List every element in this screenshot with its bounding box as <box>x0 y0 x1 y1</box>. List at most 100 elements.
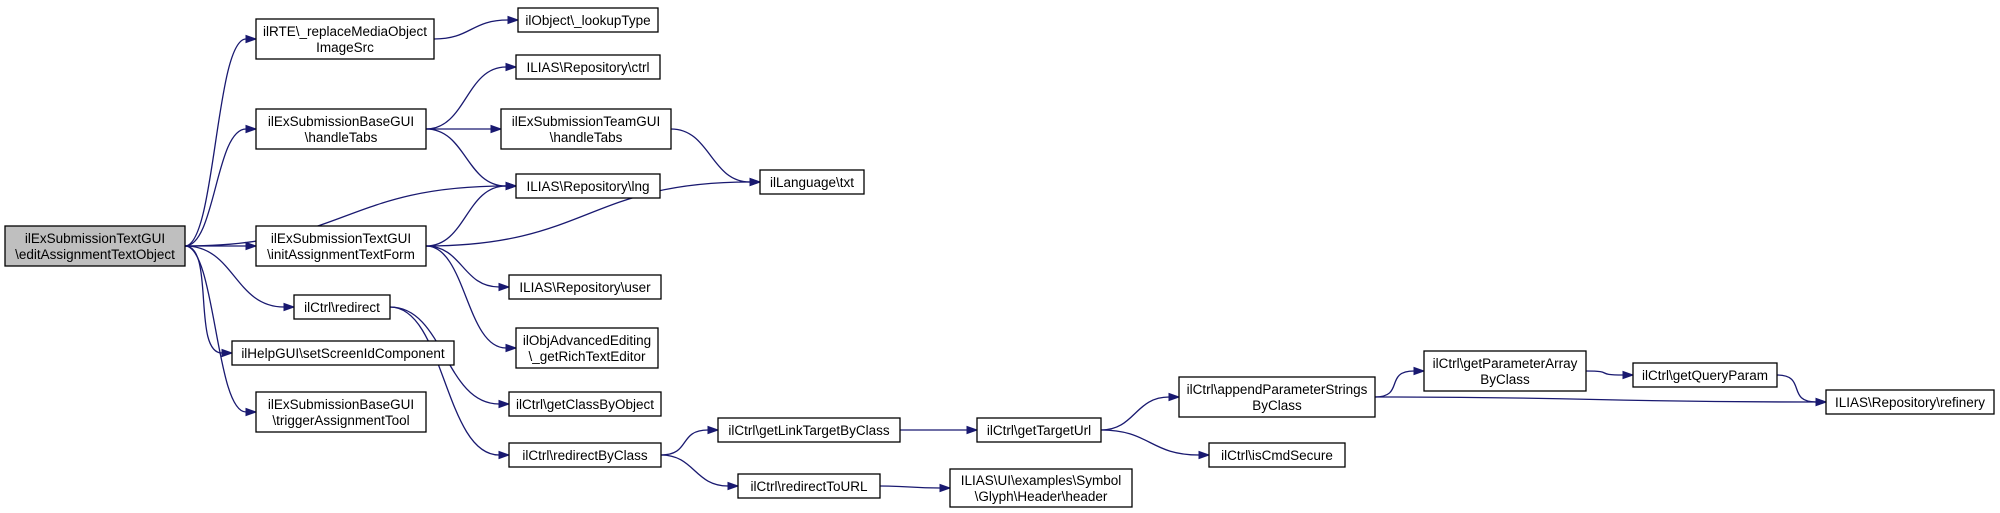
node-box <box>508 274 662 300</box>
edge-n0-n11 <box>184 245 296 312</box>
node-box <box>717 417 901 443</box>
graph-node-n23[interactable]: ilCtrl\getQueryParam <box>1632 362 1778 388</box>
graph-node-n8[interactable]: ilExSubmissionTextGUI\initAssignmentText… <box>255 225 427 267</box>
graph-node-n9[interactable]: ILIAS\Repository\user <box>508 274 662 300</box>
edge-line <box>1100 429 1200 456</box>
edge-arrowhead <box>749 177 762 187</box>
node-box <box>976 417 1102 443</box>
node-label: ilCtrl\redirect <box>304 300 380 315</box>
edge-arrowhead <box>498 399 511 409</box>
node-label: ILIAS\Repository\refinery <box>1835 395 1985 410</box>
edge-line <box>425 245 507 349</box>
graph-node-n21[interactable]: ilCtrl\isCmdSecure <box>1208 442 1346 468</box>
graph-node-n5[interactable]: ilExSubmissionTeamGUI\handleTabs <box>500 108 672 150</box>
edge-arrowhead <box>1413 366 1426 376</box>
graph-node-n10[interactable]: ilObjAdvancedEditing\_getRichTextEditor <box>515 327 659 369</box>
node-label: ilCtrl\isCmdSecure <box>1221 448 1333 463</box>
edge-n8-n6 <box>425 181 518 247</box>
node-box <box>517 7 659 33</box>
edge-n15-n16 <box>660 425 720 456</box>
node-label: ilExSubmissionBaseGUI <box>268 397 414 412</box>
edge-line <box>1776 374 1817 403</box>
edge-arrowhead <box>507 15 520 25</box>
edge-line <box>425 66 507 130</box>
edge-arrowhead <box>221 348 234 358</box>
edge-arrowhead <box>498 450 511 460</box>
node-label: ilCtrl\appendParameterStrings <box>1187 382 1368 397</box>
graph-node-n4[interactable]: ILIAS\Repository\ctrl <box>515 54 661 80</box>
graph-node-n12[interactable]: ilHelpGUI\setScreenIdComponent <box>231 340 455 366</box>
graph-node-n19[interactable]: ilCtrl\getTargetUrl <box>976 417 1102 443</box>
node-label: \Glyph\Header\header <box>975 489 1108 504</box>
graph-node-n2[interactable]: ilObject\_lookupType <box>517 7 659 33</box>
node-label: \triggerAssignmentTool <box>272 413 409 428</box>
node-label: ByClass <box>1252 398 1302 413</box>
node-label: \editAssignmentTextObject <box>15 247 175 262</box>
node-label: ilObject\_lookupType <box>525 13 650 28</box>
edge-n20-n24 <box>1374 396 1828 407</box>
node-box <box>255 225 427 267</box>
node-box <box>1178 376 1376 418</box>
edge-n3-n4 <box>425 62 518 130</box>
graph-node-n16[interactable]: ilCtrl\getLinkTargetByClass <box>717 417 901 443</box>
edge-line <box>1374 396 1817 403</box>
edge-n15-n17 <box>660 454 740 491</box>
graph-node-n14[interactable]: ilCtrl\getClassByObject <box>508 391 662 417</box>
graph-node-n11[interactable]: ilCtrl\redirect <box>293 294 391 320</box>
node-label: ilCtrl\getParameterArray <box>1433 356 1578 371</box>
graph-node-n24[interactable]: ILIAS\Repository\refinery <box>1825 389 1995 415</box>
graph-node-n17[interactable]: ilCtrl\redirectToURL <box>737 473 881 499</box>
node-label: \_getRichTextEditor <box>528 349 646 364</box>
node-box <box>515 54 661 80</box>
node-label: ILIAS\Repository\lng <box>526 179 649 194</box>
graph-node-n13[interactable]: ilExSubmissionBaseGUI\triggerAssignmentT… <box>255 391 427 433</box>
edge-n8-n9 <box>425 245 511 292</box>
edge-line <box>660 454 729 487</box>
edge-line <box>660 429 709 456</box>
edge-line <box>184 245 247 413</box>
graph-node-n7[interactable]: ilLanguage\txt <box>759 169 865 195</box>
graph-node-n18[interactable]: ILIAS\UI\examples\Symbol\Glyph\Header\he… <box>949 468 1133 508</box>
graph-node-n0[interactable]: ilExSubmissionTextGUI\editAssignmentText… <box>4 225 186 267</box>
edge-n0-n3 <box>184 124 258 247</box>
node-label: ByClass <box>1480 372 1530 387</box>
edge-arrowhead <box>966 425 979 435</box>
node-box <box>1825 389 1995 415</box>
edge-n19-n21 <box>1100 429 1211 460</box>
call-nodes: ilExSubmissionTextGUI\editAssignmentText… <box>4 7 1995 508</box>
node-label: ilCtrl\getQueryParam <box>1642 368 1768 383</box>
node-label: ilCtrl\redirectByClass <box>522 448 648 463</box>
node-label: ilLanguage\txt <box>770 175 854 190</box>
edge-n8-n7 <box>425 177 762 247</box>
graph-node-n3[interactable]: ilExSubmissionBaseGUI\handleTabs <box>255 108 427 150</box>
edge-n11-n15 <box>389 306 511 460</box>
node-label: ilHelpGUI\setScreenIdComponent <box>241 346 445 361</box>
edge-line <box>433 19 509 40</box>
node-label: \handleTabs <box>305 130 378 145</box>
node-box <box>4 225 186 267</box>
edge-arrowhead <box>245 407 258 417</box>
edge-n20-n22 <box>1374 366 1426 398</box>
node-box <box>515 173 661 199</box>
node-box <box>255 18 435 60</box>
edge-arrowhead <box>245 241 258 251</box>
edge-line <box>184 245 285 308</box>
node-box <box>515 327 659 369</box>
node-label: ilExSubmissionTeamGUI <box>512 114 661 129</box>
edge-line <box>425 185 507 247</box>
edge-line <box>184 128 247 247</box>
edge-arrowhead <box>498 282 511 292</box>
edge-arrowhead <box>1168 392 1181 402</box>
node-label: ilObjAdvancedEditing <box>523 333 651 348</box>
graph-node-n6[interactable]: ILIAS\Repository\lng <box>515 173 661 199</box>
edge-n0-n13 <box>184 245 258 417</box>
node-box <box>255 108 427 150</box>
edge-n0-n12 <box>184 245 234 358</box>
edge-line <box>389 306 500 456</box>
edge-line <box>184 38 247 247</box>
edge-line <box>1374 370 1415 398</box>
graph-node-n15[interactable]: ilCtrl\redirectByClass <box>508 442 662 468</box>
